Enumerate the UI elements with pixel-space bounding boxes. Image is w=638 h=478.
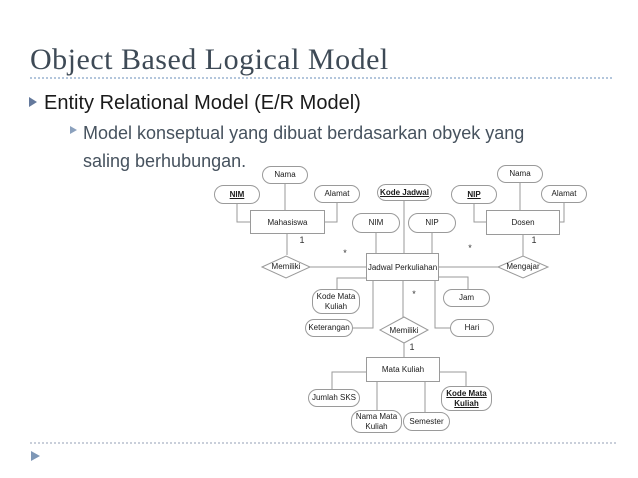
attribute-nama-dosen: Nama	[497, 165, 543, 183]
attribute-nip-dosen: NIP	[451, 185, 497, 204]
attribute-nim-mahasiswa: NIM	[214, 185, 260, 204]
bullet-level1-text: Entity Relational Model (E/R Model)	[44, 92, 361, 114]
cardinality-jadwal-memiliki2: *	[412, 289, 416, 299]
entity-jadwal-perkuliahan: Jadwal Perkuliahan	[366, 253, 439, 281]
relationship-memiliki-2-label: Memiliki	[389, 326, 419, 335]
attribute-nama-mata-kuliah: Nama Mata Kuliah	[351, 410, 402, 433]
relationship-mengajar-label: Mengajar	[506, 262, 540, 271]
cardinality-mahasiswa-memiliki: 1	[299, 235, 305, 245]
relationship-diamond-memiliki-2	[378, 316, 430, 344]
page-title: Object Based Logical Model	[30, 43, 389, 76]
relationship-diamond-mengajar	[496, 255, 550, 279]
cardinality-memiliki2-mata-kuliah: 1	[409, 342, 415, 352]
attribute-jam: Jam	[443, 289, 490, 307]
attribute-alamat-mahasiswa: Alamat	[314, 185, 360, 203]
bullet-level2: Model konseptual yang dibuat berdasarkan…	[70, 119, 524, 175]
entity-mahasiswa: Mahasiswa	[250, 210, 325, 234]
attribute-kode-mata-kuliah-jadwal: Kode Mata Kuliah	[312, 289, 360, 314]
title-divider	[30, 77, 612, 79]
cardinality-memiliki-jadwal: *	[343, 248, 347, 258]
footer-divider	[30, 442, 616, 444]
cardinality-dosen-mengajar: 1	[531, 235, 537, 245]
bullet-level1: Entity Relational Model (E/R Model)	[29, 92, 361, 114]
attribute-hari: Hari	[450, 319, 494, 337]
attribute-keterangan: Keterangan	[305, 319, 353, 337]
entity-dosen: Dosen	[486, 210, 560, 235]
relationship-diamond-memiliki-1	[260, 255, 312, 279]
bullet-level2-line1: Model konseptual yang dibuat berdasarkan…	[83, 123, 525, 143]
entity-mata-kuliah: Mata Kuliah	[366, 357, 440, 382]
sub-bullet-arrow-icon	[70, 126, 77, 134]
bullet-level2-text: Model konseptual yang dibuat berdasarkan…	[83, 119, 524, 175]
attribute-nim-jadwal: NIM	[352, 213, 400, 233]
cardinality-mengajar-jadwal: *	[468, 243, 472, 253]
attribute-nip-jadwal: NIP	[408, 213, 456, 233]
attribute-kode-mata-kuliah-key: Kode Mata Kuliah	[441, 386, 492, 411]
attribute-kode-jadwal: Kode Jadwal	[377, 184, 432, 201]
attribute-semester: Semester	[403, 412, 450, 431]
attribute-alamat-dosen: Alamat	[541, 185, 587, 203]
attribute-nama-mahasiswa: Nama	[262, 166, 308, 184]
attribute-jumlah-sks: Jumlah SKS	[308, 389, 360, 407]
relationship-memiliki-1-label: Memiliki	[271, 262, 301, 271]
slide-footer-arrow-icon	[31, 451, 40, 461]
bullet-arrow-icon	[29, 97, 37, 107]
bullet-level2-line2: saling berhubungan.	[83, 151, 247, 171]
